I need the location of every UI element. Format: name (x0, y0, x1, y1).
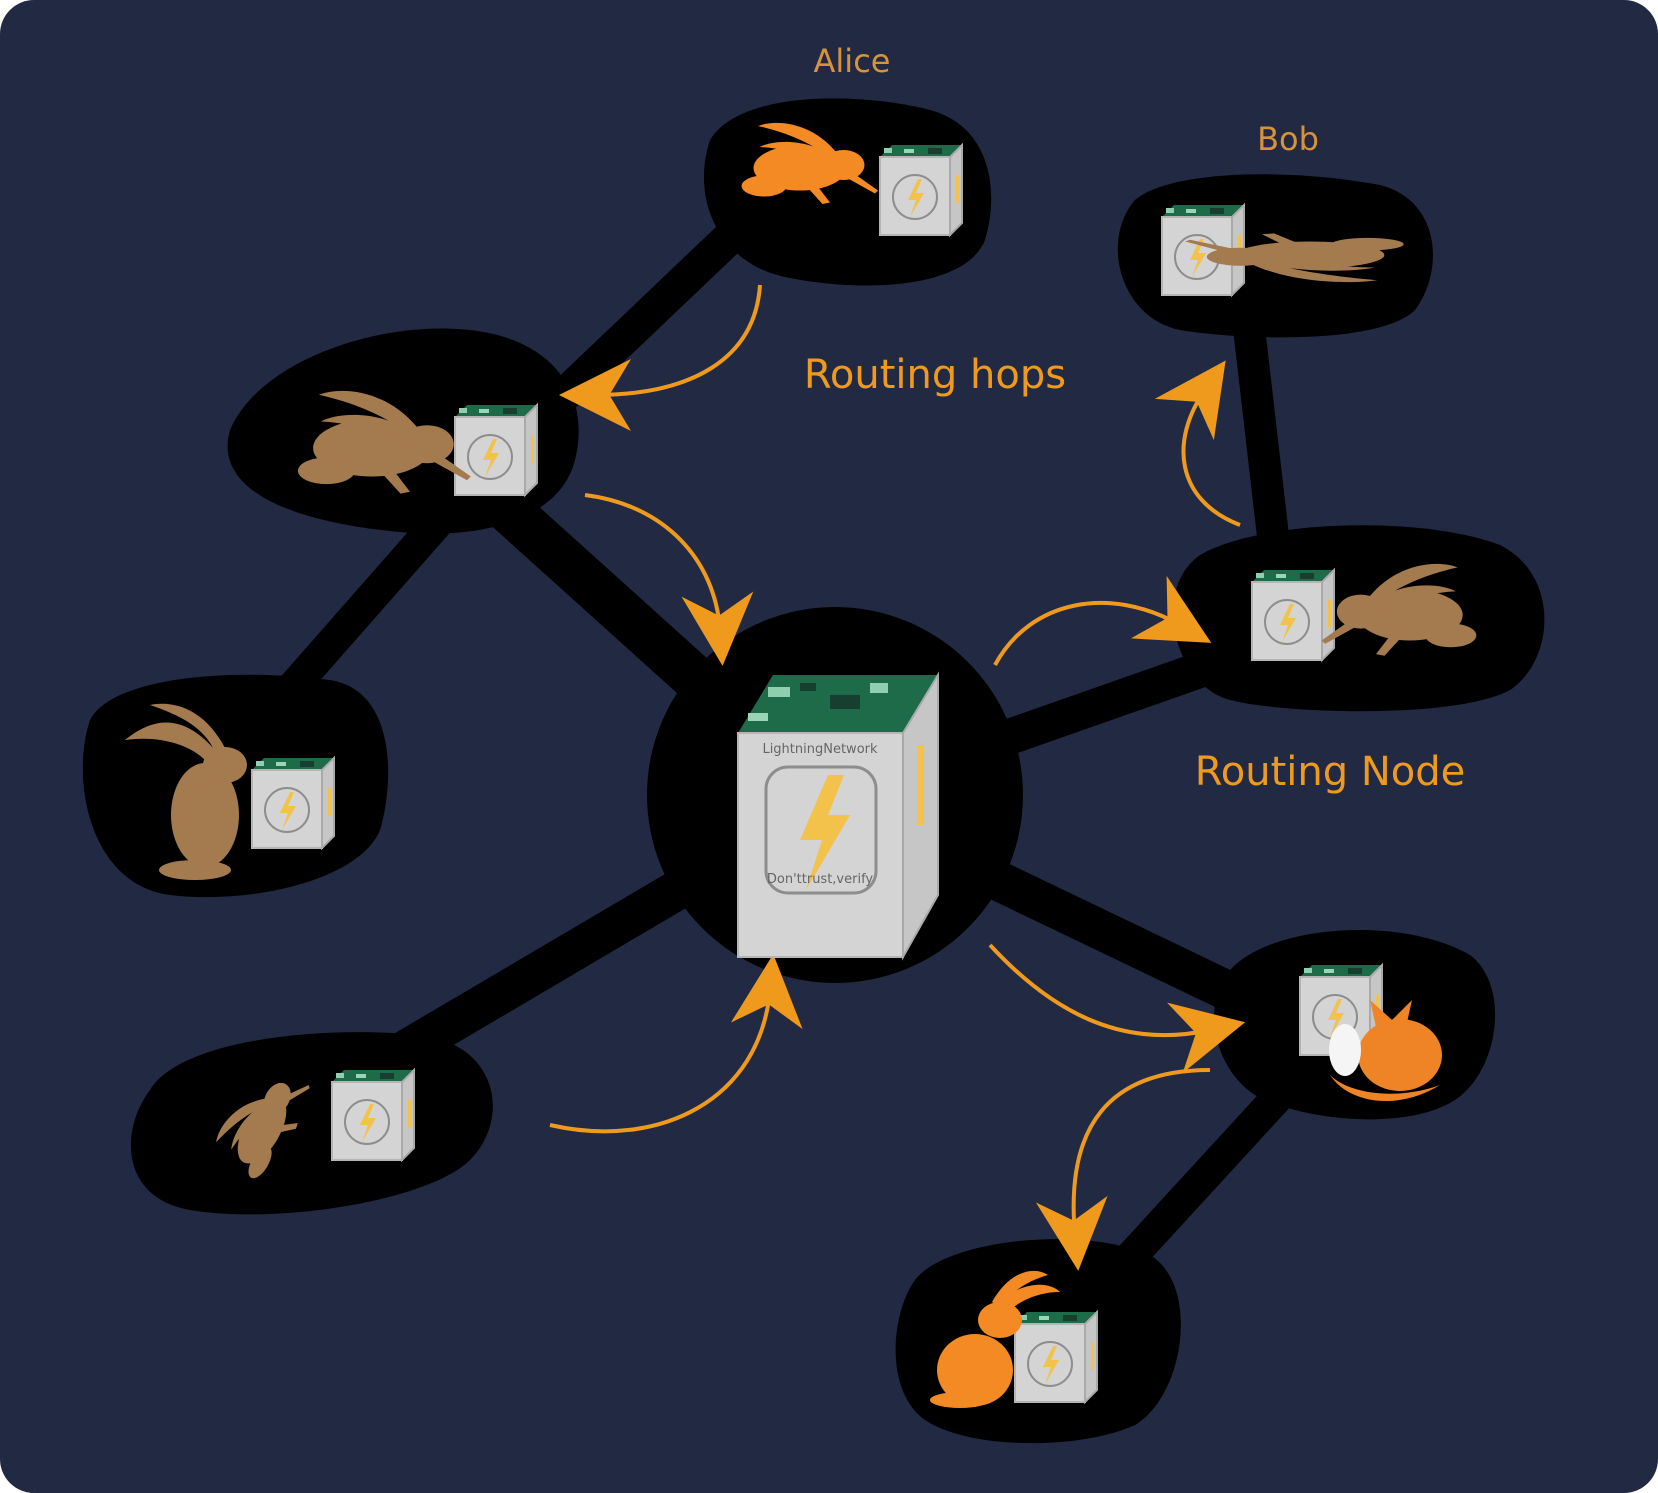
central-node-cube: LightningNetwork Don'ttrust,verify (737, 671, 939, 961)
routing-hops-label: Routing hops (804, 352, 1066, 398)
central-cube-top-label: LightningNetwork (762, 742, 878, 757)
bob-label: Bob (1257, 120, 1319, 158)
arrow-leftupper-to-center (584, 493, 754, 666)
left-upper-node-cube (454, 404, 538, 496)
arrow-rightlower-to-bottom (1035, 1068, 1211, 1271)
right-upper-node-cube (1251, 569, 1335, 661)
sitting-hare-icon (125, 703, 247, 880)
routing-node-label: Routing Node (1195, 749, 1465, 795)
arrow-rightupper-to-bob (1154, 360, 1241, 527)
alice-node-cube (879, 144, 963, 236)
sitting-orange-hare-icon (930, 1270, 1060, 1408)
alice-label: Alice (814, 42, 891, 80)
left-middle-node-blob (82, 674, 389, 898)
arrow-leftlower-to-center (549, 954, 803, 1134)
arrow-alice-to-leftupper (559, 284, 762, 431)
routing-arrows (549, 284, 1246, 1271)
left-lower-node-blob (130, 1032, 493, 1215)
lightning-bolt-icon (800, 775, 850, 890)
left-lower-node-cube (331, 1069, 415, 1161)
arrow-center-to-rightupper (993, 575, 1212, 666)
bottom-node-cube (1014, 1311, 1098, 1403)
left-middle-node-cube (251, 757, 335, 849)
central-cube-bottom-label: Don'ttrust,verify (767, 872, 874, 887)
fox-icon (1329, 1000, 1442, 1102)
arrow-center-to-rightlower (988, 943, 1246, 1073)
